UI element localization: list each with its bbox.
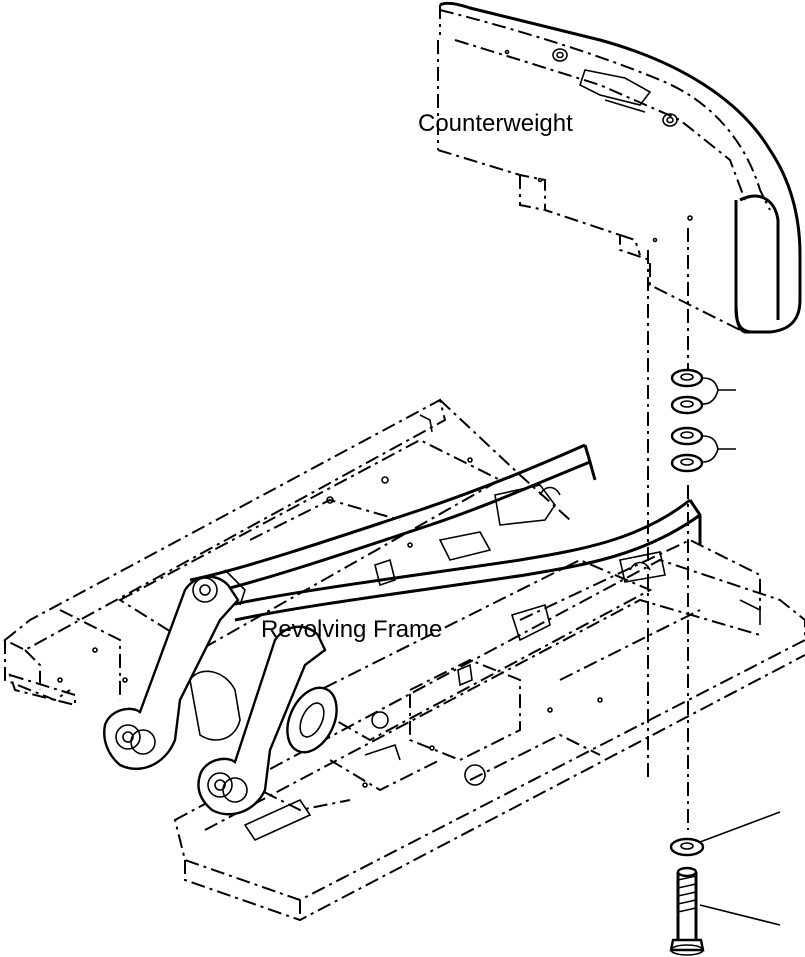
counterweight-label: Counterweight: [418, 110, 573, 137]
washer: [670, 368, 704, 388]
leader-bracket: [702, 377, 719, 405]
washer: [670, 395, 704, 415]
bolt-assembly: [669, 811, 781, 956]
bolt: [669, 866, 705, 956]
washer: [670, 453, 704, 473]
counterweight: Counterweight: [418, 1, 802, 334]
washer: [670, 426, 704, 446]
leader-line: [699, 811, 781, 843]
revolving-frame-label: Revolving Frame: [261, 616, 442, 643]
leader-line: [699, 904, 781, 926]
revolving-frame: Revolving Frame: [3, 398, 805, 922]
washer: [669, 837, 705, 857]
washer-stack: [670, 368, 736, 473]
assembly-axis-lines: [647, 228, 689, 830]
leader-bracket: [702, 435, 719, 463]
